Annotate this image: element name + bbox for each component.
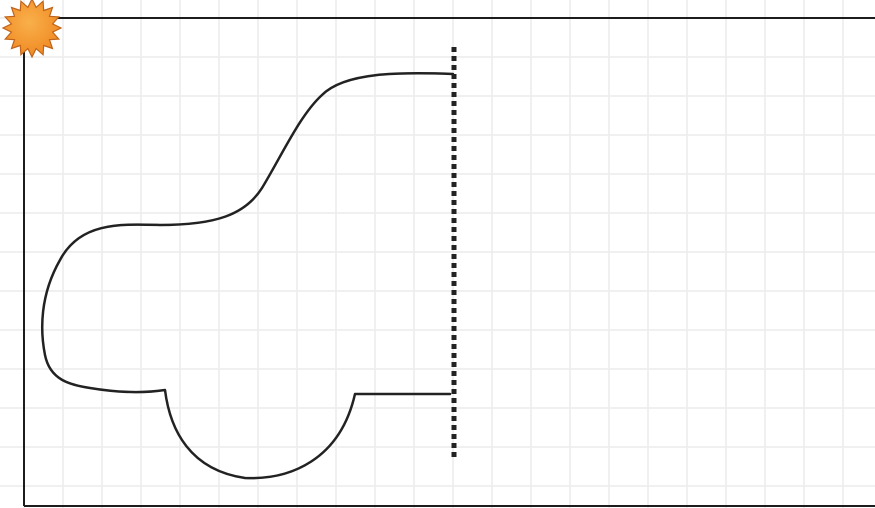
starburst-icon[interactable] [1,0,63,59]
freeform-shape-outline[interactable] [41,71,455,480]
